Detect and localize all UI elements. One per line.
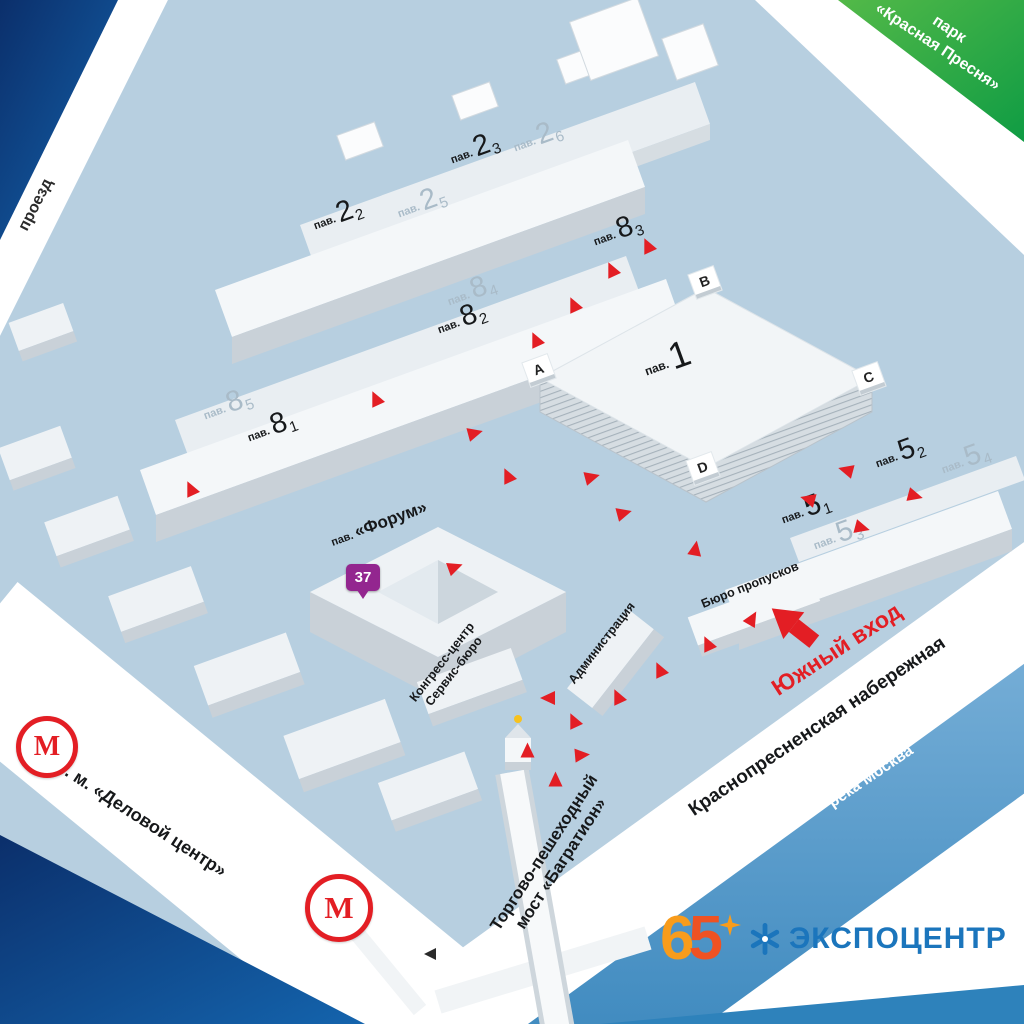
metro2-stem (343, 919, 427, 1016)
bridge-pointer-arrow (424, 948, 436, 960)
logo-brand-text: ЭКСПОЦЕНТР (788, 922, 1007, 955)
entrance-arrow-icon (687, 539, 704, 557)
marker-37-number: 37 (354, 569, 372, 586)
metro-icon-2: М (305, 874, 373, 942)
entrance-arrow-icon (548, 771, 563, 787)
entrance-arrow-icon (540, 691, 555, 705)
marker-37-pointer (357, 590, 369, 599)
logo-star-icon (718, 914, 741, 936)
bottom-water-strip (600, 985, 1024, 1024)
pavilion-2-front-building (215, 140, 645, 364)
bridge-deck (500, 769, 570, 1024)
navy-band-bottomleft (0, 835, 365, 1024)
pavilion-5-back-building (790, 456, 1024, 562)
street-embankment (356, 542, 1024, 1024)
navy-band-topleft (0, 0, 118, 240)
metro-icon-1: М (16, 716, 78, 778)
expocentre-logo: 6 5 ЭКСПОЦЕНТР (660, 908, 1007, 970)
rooftop-structures (336, 0, 719, 161)
logo-digit-5: 5 (688, 904, 723, 973)
street-proezd (0, 0, 168, 336)
park-banner (838, 0, 1024, 142)
river-band (527, 663, 1024, 1024)
gate-tower (505, 715, 531, 770)
entrance-arrow-icon (574, 747, 591, 763)
congress-centre-building (416, 647, 527, 727)
logo-snowflake-icon (750, 923, 780, 955)
left-side-buildings (0, 302, 483, 832)
entrance-arrow-icon (520, 742, 535, 758)
administration-building (567, 609, 665, 717)
logo-digit-6: 6 (660, 904, 695, 973)
pass-office-building (687, 572, 825, 657)
marker-37: 37 (346, 564, 380, 599)
